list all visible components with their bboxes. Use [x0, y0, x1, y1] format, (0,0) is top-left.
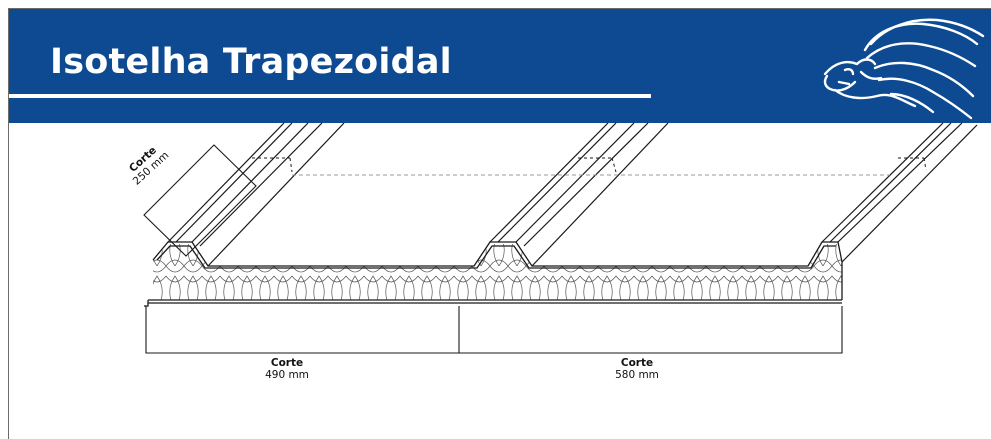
header-banner: [9, 9, 991, 123]
figure-frame: [8, 8, 991, 439]
dimension-heading: Corte: [270, 357, 304, 369]
panel-ribs: [167, 122, 978, 267]
dimension-label-490: Corte 490 mm: [252, 357, 322, 381]
cut-lines: [252, 157, 927, 176]
bottom-sheet-profile: [144, 262, 843, 307]
dimension-value: 580 mm: [615, 369, 659, 381]
insulation-core: [153, 244, 842, 300]
top-sheet-profile: [152, 241, 843, 269]
dimension-value: 490 mm: [265, 369, 309, 381]
dimension-label-580: Corte 580 mm: [602, 357, 672, 381]
lion-head-logo-icon: [823, 18, 985, 120]
title-underline: [9, 94, 651, 98]
dimension-heading: Corte: [620, 357, 654, 369]
dimension-boxes-bottom: [145, 306, 843, 354]
dimension-box-250: [143, 144, 257, 257]
page-title: Isotelha Trapezoidal: [50, 42, 452, 82]
